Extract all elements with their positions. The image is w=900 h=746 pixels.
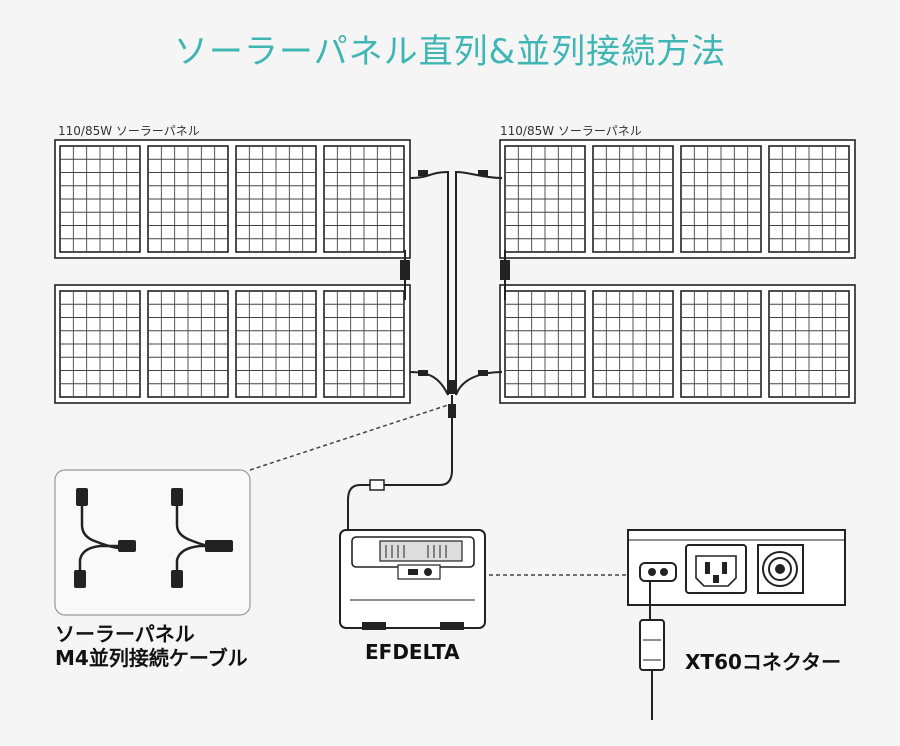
station-label: EFDELTA (365, 640, 460, 664)
y-cable-callout (54, 469, 251, 616)
wiring (347, 170, 506, 565)
solar-module (59, 290, 141, 398)
solar-module (504, 145, 586, 253)
solar-module (323, 145, 405, 253)
solar-module (680, 145, 762, 253)
cable-label-line2: M4並列接続ケーブル (55, 646, 248, 670)
connectors (369, 170, 510, 491)
solar-panels (54, 139, 856, 404)
connector-panel-illustration (627, 529, 846, 720)
solar-module (235, 145, 317, 253)
solar-module (323, 290, 405, 398)
solar-module (592, 145, 674, 253)
page-title: ソーラーパネル直列&並列接続方法 (173, 32, 727, 72)
solar-module (680, 290, 762, 398)
callout-line (249, 404, 449, 471)
solar-module (59, 145, 141, 253)
power-station-illustration (339, 529, 486, 630)
cable-label: ソーラーパネル M4並列接続ケーブル (55, 622, 248, 670)
cable-label-line1: ソーラーパネル (55, 622, 195, 646)
solar-module (235, 290, 317, 398)
solar-module (768, 145, 850, 253)
solar-module (768, 290, 850, 398)
solar-module (147, 290, 229, 398)
panel-label-left: 110/85W ソーラーパネル (58, 124, 200, 138)
solar-module (504, 290, 586, 398)
solar-module (147, 145, 229, 253)
panel-label-right: 110/85W ソーラーパネル (500, 124, 642, 138)
connector-label: XT60コネクター (685, 650, 842, 674)
solar-module (592, 290, 674, 398)
